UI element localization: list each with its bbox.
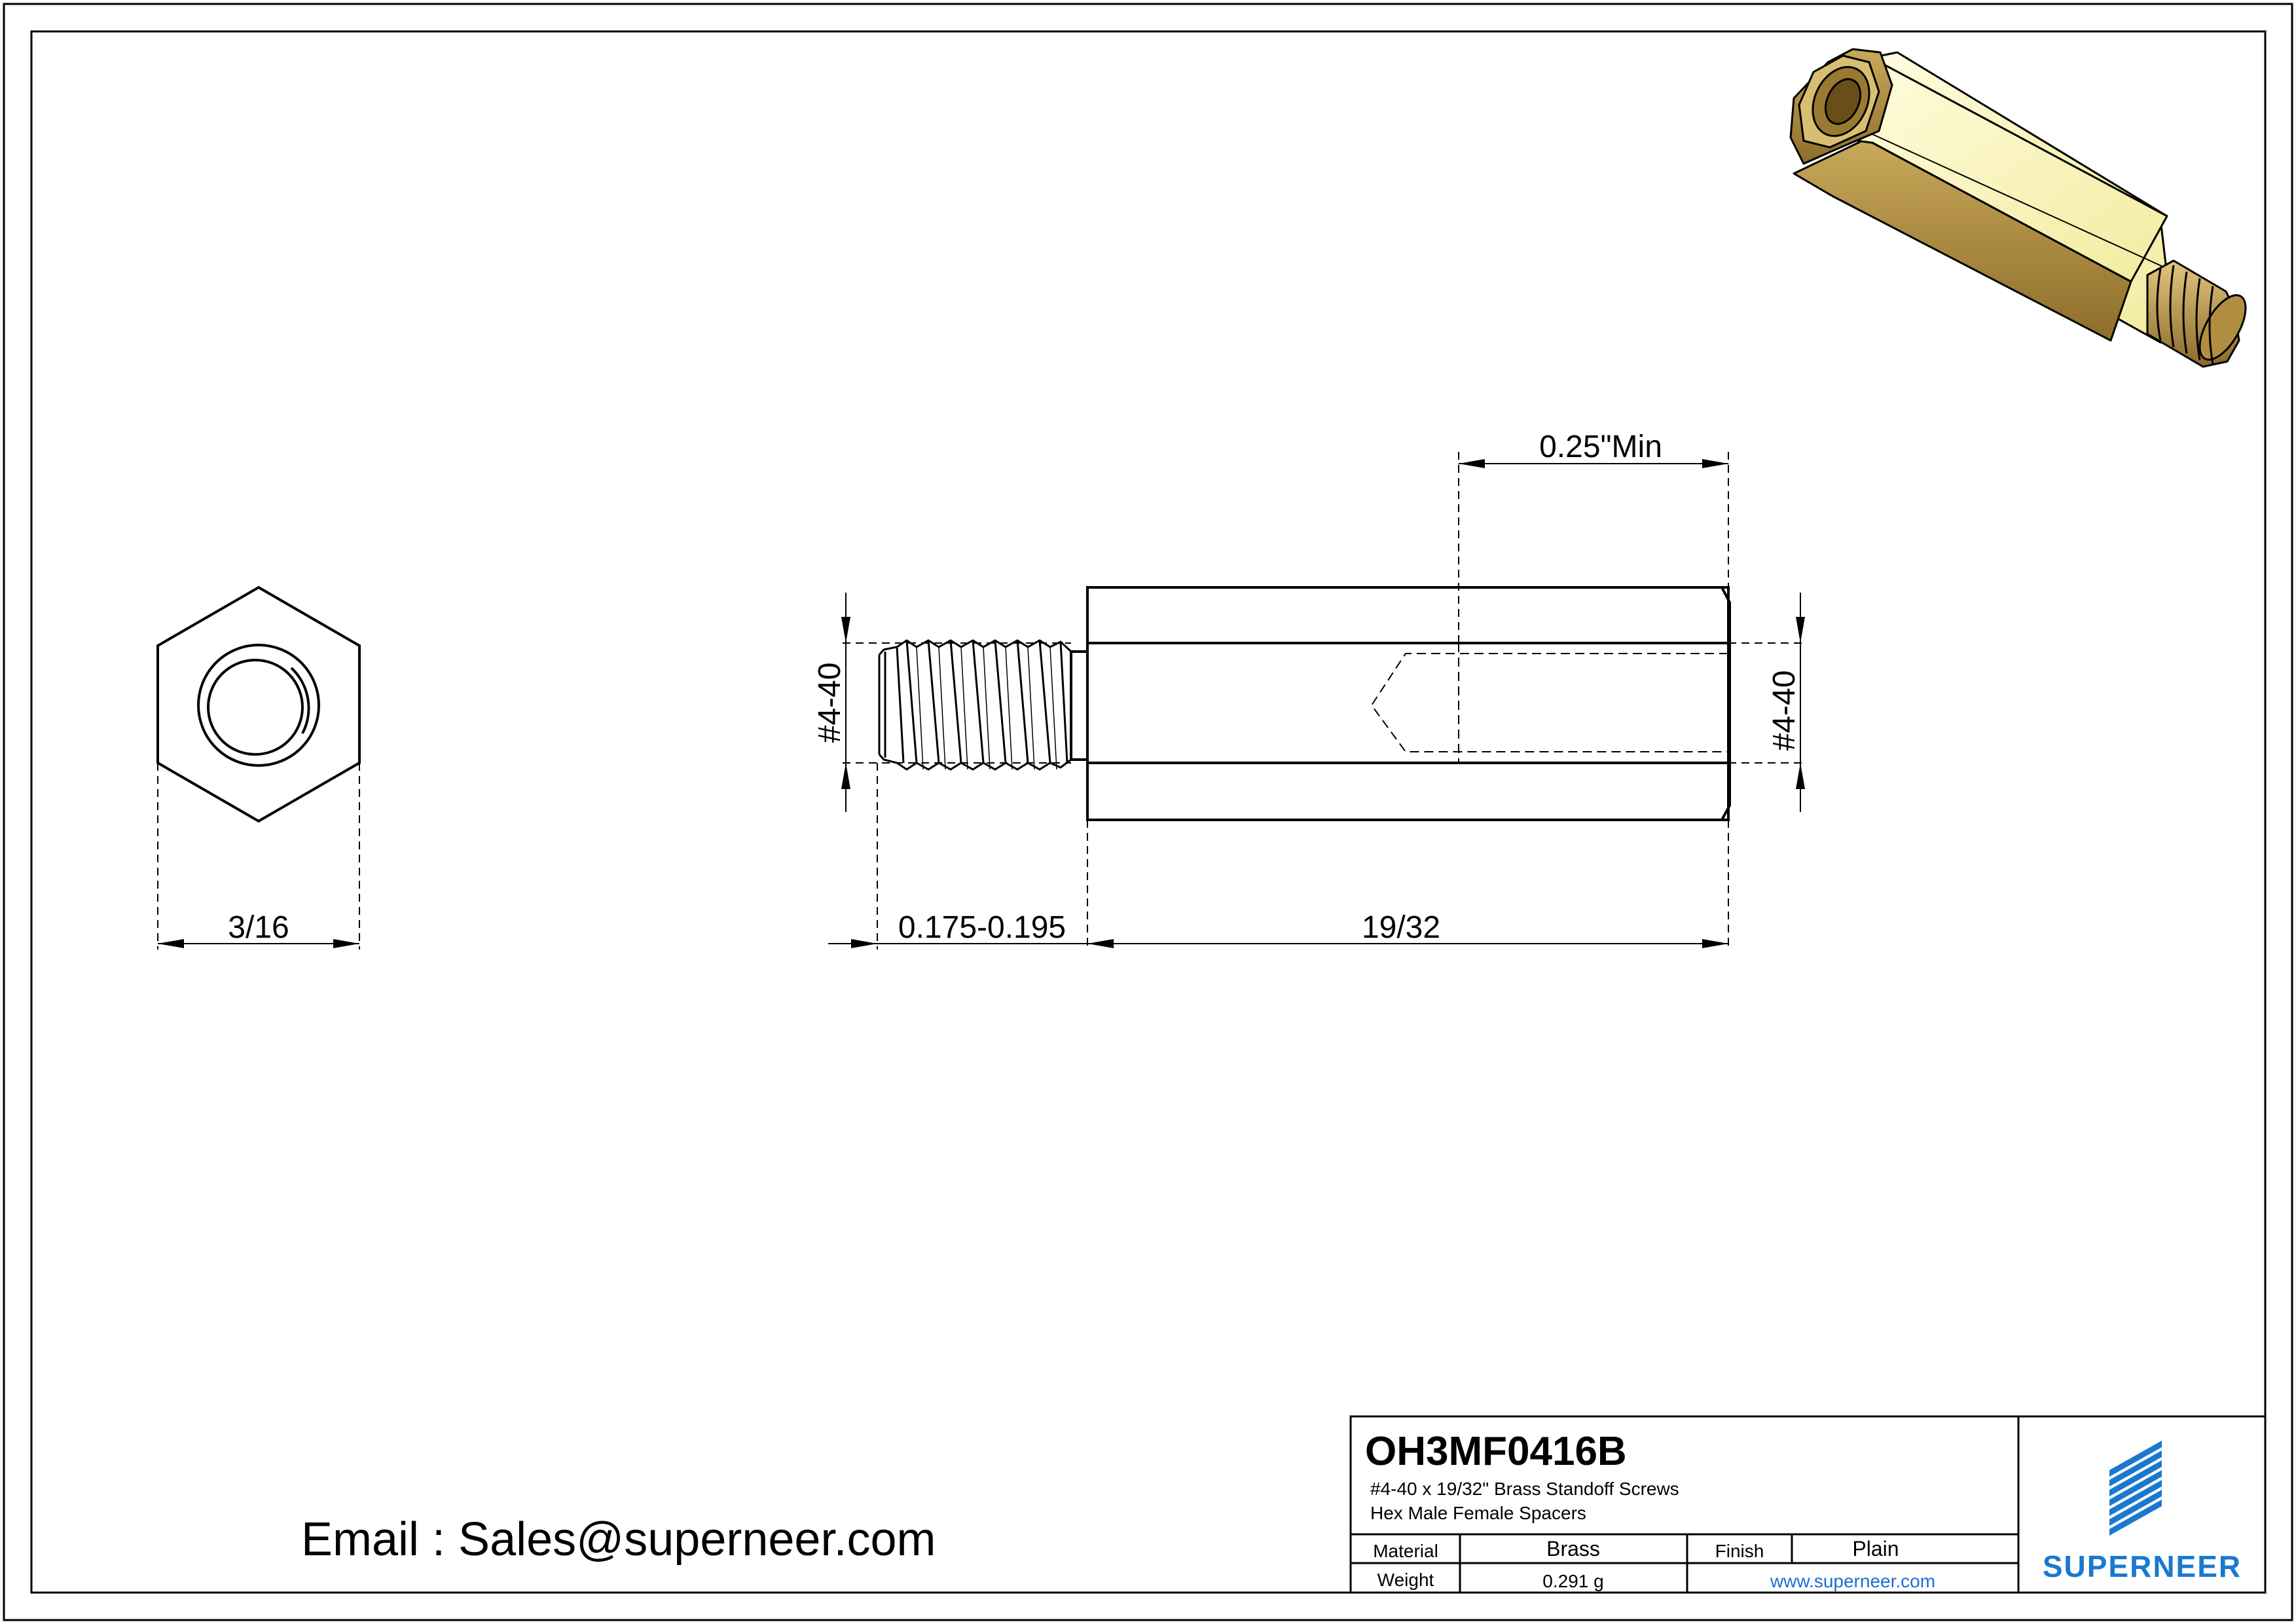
title-block xyxy=(1349,1415,2267,1594)
hex-across-flats-label: 3/16 xyxy=(228,910,289,945)
inner-border xyxy=(30,30,2267,1594)
body-length-label: 19/32 xyxy=(1362,910,1440,945)
hex-outline xyxy=(156,585,361,823)
part-number: OH3MF0416B xyxy=(1365,1429,1627,1474)
male-length-label: 0.175-0.195 xyxy=(898,910,1066,945)
weight-label: Weight xyxy=(1377,1570,1434,1590)
hex-body xyxy=(1086,586,1730,821)
weight-value: 0.291 g xyxy=(1542,1571,1603,1591)
standoff-side-view xyxy=(828,452,1807,950)
thread-depth-label: 0.25"Min xyxy=(1539,430,1662,464)
finish-label: Finish xyxy=(1715,1541,1764,1561)
website-link[interactable]: www.superneer.com xyxy=(1770,1571,1935,1591)
email-text[interactable]: Email : Sales@superneer.com xyxy=(301,1513,936,1566)
thread-stud xyxy=(2146,259,2247,368)
hex-bore-thread-arc xyxy=(290,667,310,734)
hex-bore-inner xyxy=(207,659,304,756)
material-value: Brass xyxy=(1546,1537,1600,1560)
material-label: Material xyxy=(1373,1541,1438,1561)
description-line1: #4-40 x 19/32" Brass Standoff Screws xyxy=(1370,1479,1679,1499)
female-thread-label: #4-40 xyxy=(1767,671,1802,751)
superneer-logo-icon xyxy=(2109,1441,2162,1536)
description-line2: Hex Male Female Spacers xyxy=(1370,1503,1586,1523)
finish-value: Plain xyxy=(1852,1537,1899,1560)
brand-name: SUPERNEER xyxy=(2043,1549,2242,1583)
hex-bore-outer xyxy=(197,644,320,767)
outer-border xyxy=(3,3,2293,1621)
male-neck xyxy=(1070,650,1089,761)
standoff-3d-render-icon xyxy=(1789,48,2247,368)
male-thread xyxy=(878,639,1072,771)
hex-end-view xyxy=(156,585,361,950)
male-thread-label: #4-40 xyxy=(812,663,847,743)
internal-thread-hidden xyxy=(1370,653,1728,752)
